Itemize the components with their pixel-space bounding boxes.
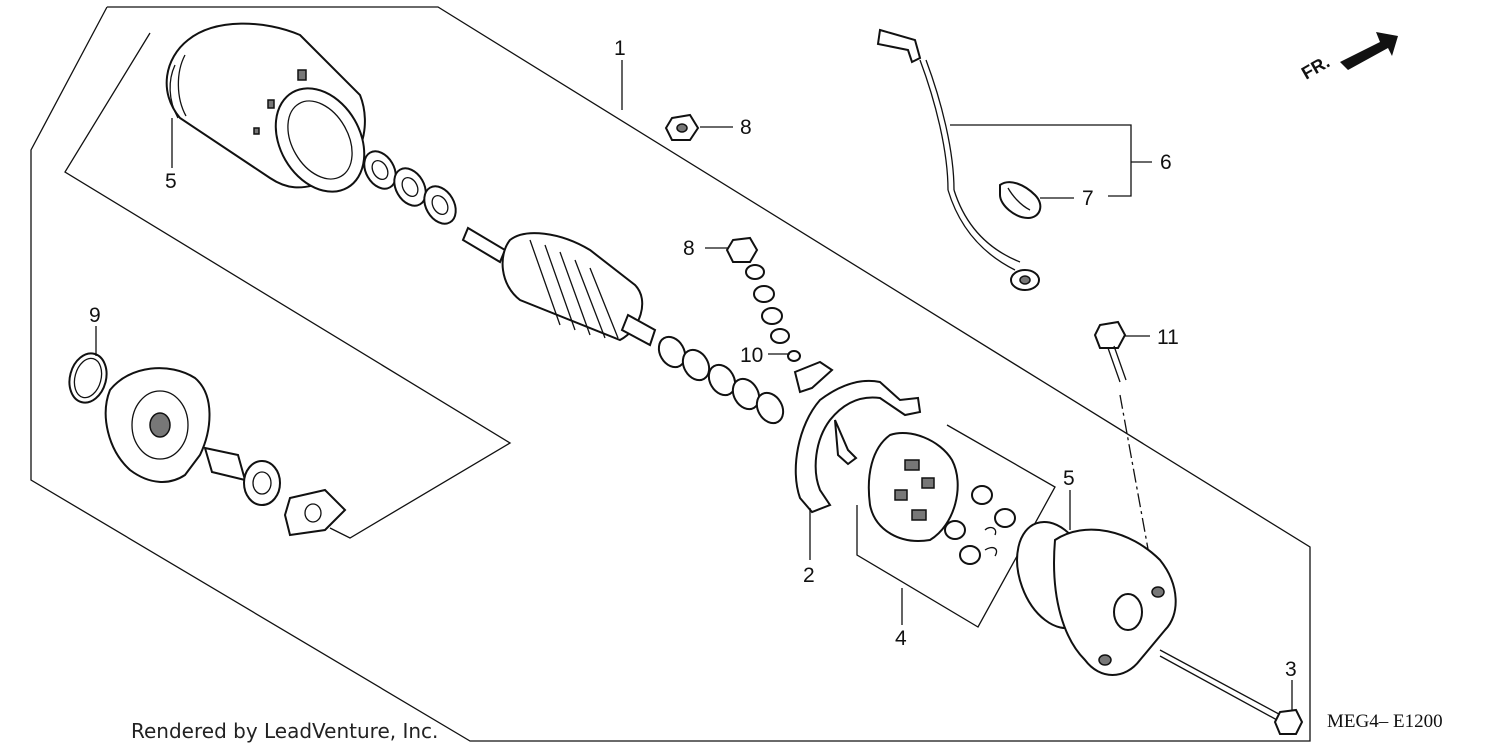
terminal-cap: [999, 181, 1042, 220]
direction-badge: FR.: [1298, 32, 1398, 83]
leader-lines: [95, 60, 1293, 710]
starter-cable: [876, 28, 1040, 291]
armature-washers: [657, 335, 785, 425]
direction-badge-text: FR.: [1298, 52, 1333, 84]
assembly-boundary: [30, 6, 1311, 742]
front-cover: [104, 367, 347, 537]
callout-7: 7: [1082, 187, 1094, 210]
yoke-washers: [363, 150, 457, 225]
callout-6: 6: [1160, 151, 1172, 174]
bolt-part-11: [1093, 320, 1127, 383]
nut-part-3: [1273, 708, 1304, 735]
nut-part-8-top: [664, 113, 700, 141]
armature: [461, 226, 657, 347]
callout-8a: 8: [740, 116, 752, 139]
brush-holder-ring: [793, 360, 922, 514]
brush-holder-plate: [867, 432, 959, 542]
front-cover-group-outline: [64, 32, 512, 539]
callout-10: 10: [740, 344, 763, 367]
callout-5a: 5: [165, 170, 177, 193]
callout-9: 9: [89, 304, 101, 327]
brush-holder-group-outline: [856, 424, 1056, 628]
callout-11: 11: [1157, 326, 1179, 349]
footer-credit: Rendered by LeadVenture, Inc.: [131, 719, 438, 743]
rear-cover: [1016, 520, 1291, 727]
assembly-axis: [1119, 394, 1151, 561]
terminal-nut-stack: [725, 236, 801, 362]
callout-2: 2: [803, 564, 815, 587]
o-ring: [68, 352, 108, 404]
diagram-code: MEG4– E1200: [1327, 711, 1443, 732]
motor-yoke: [165, 22, 366, 193]
callout-4: 4: [895, 627, 907, 650]
callout-1: 1: [614, 37, 626, 60]
callout-labels: 1 2 3 4 5 5 6 7 8 8 9 10 11: [89, 37, 1297, 681]
brushes-and-springs: [944, 485, 1016, 565]
callout-8b: 8: [683, 237, 695, 260]
callout-5b: 5: [1063, 467, 1075, 490]
forward-arrow-icon: [1340, 32, 1398, 70]
callout-3: 3: [1285, 658, 1297, 681]
